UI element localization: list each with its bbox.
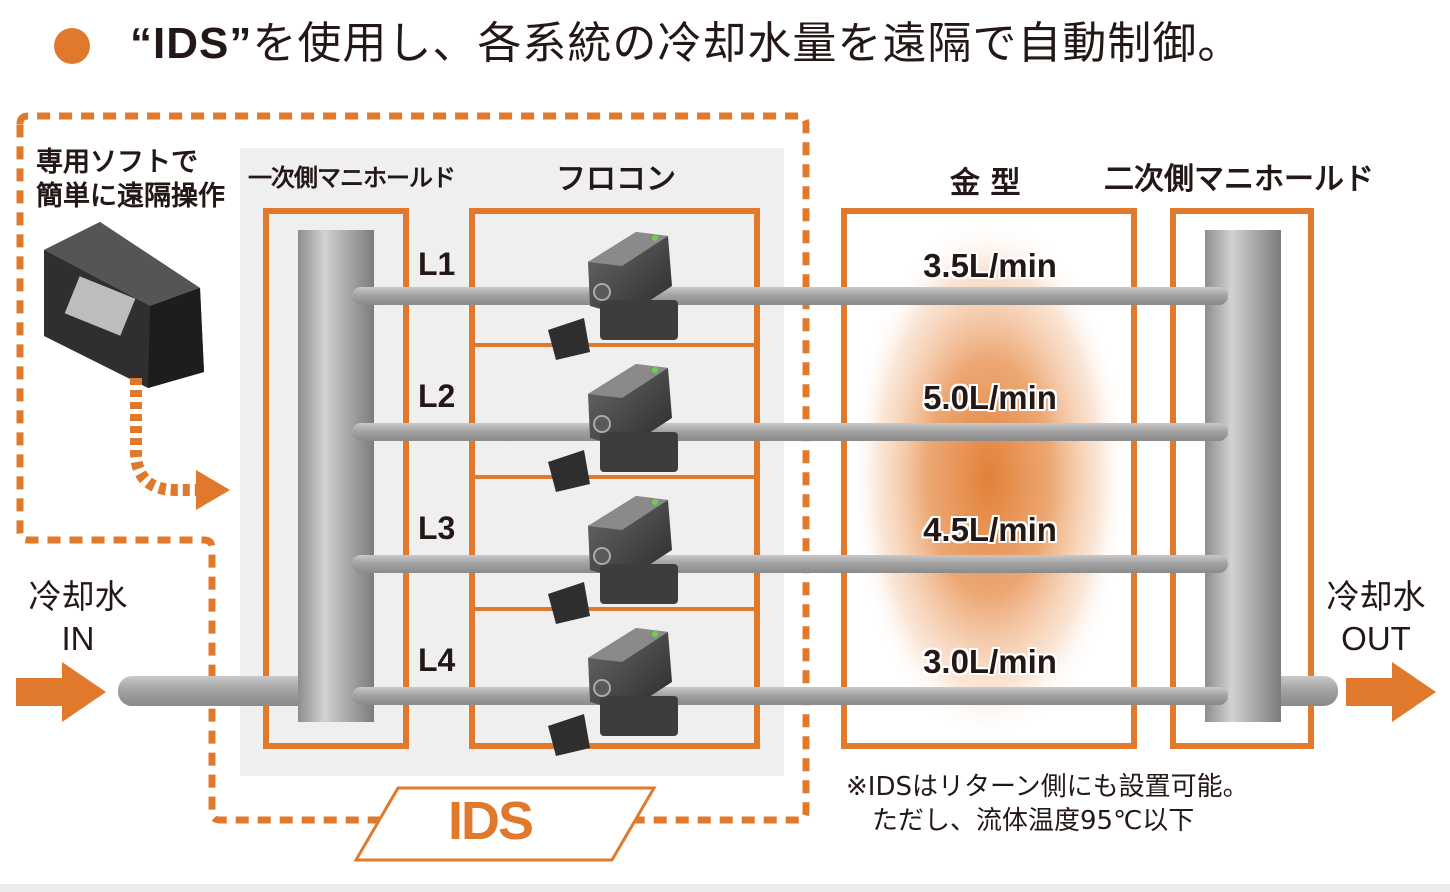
ids-logo: IDS bbox=[448, 791, 534, 851]
software-caption-line-2: 簡単に遠隔操作 bbox=[36, 181, 225, 212]
note: ※IDSはリターン側にも設置可能。 ただし、流体温度95℃以下 bbox=[846, 770, 1249, 838]
coolant-out-label: 冷却水 OUT bbox=[1316, 576, 1436, 660]
flocon-label: フロコン bbox=[556, 162, 676, 197]
controller-device-icon bbox=[44, 222, 204, 388]
software-caption-line-1: 専用ソフトで bbox=[36, 147, 198, 178]
title-text: を使用し、各系統の冷却水量を遠隔で自動制御。 bbox=[252, 18, 1243, 69]
line-pipe-3 bbox=[352, 555, 1228, 573]
line-pipe-4 bbox=[352, 687, 1228, 705]
software-caption: 専用ソフトで 簡単に遠隔操作 bbox=[36, 146, 225, 214]
line-label-2: L2 bbox=[418, 378, 456, 414]
primary-manifold-label: 一次側マニホールド bbox=[248, 164, 456, 192]
coolant-in-line-2: IN bbox=[61, 620, 95, 657]
coolant-out-line-2: OUT bbox=[1341, 620, 1411, 657]
dotted-arrow-head-icon bbox=[196, 470, 230, 510]
flow-controller-icon bbox=[548, 496, 678, 624]
inlet-pipe bbox=[118, 676, 324, 706]
line-pipe-2 bbox=[352, 423, 1228, 441]
flow-value-3: 4.5L/min bbox=[923, 511, 1057, 548]
flow-value-1: 3.5L/min bbox=[923, 247, 1057, 284]
out-arrow-icon bbox=[1346, 662, 1436, 722]
flow-controller-icon bbox=[548, 232, 678, 360]
ids-logo-frame bbox=[353, 786, 657, 862]
flow-controller-icon bbox=[548, 364, 678, 492]
coolant-in-label: 冷却水 IN bbox=[18, 576, 138, 660]
note-line-1: ※IDSはリターン側にも設置可能。 bbox=[846, 772, 1249, 802]
secondary-manifold-pipe bbox=[1205, 230, 1281, 722]
mold-heat bbox=[851, 216, 1127, 740]
primary-manifold-pipe bbox=[298, 230, 374, 722]
line-label-1: L1 bbox=[418, 246, 456, 282]
ids-boundary bbox=[16, 112, 810, 824]
line-label-3: L3 bbox=[418, 510, 456, 546]
secondary-manifold-label: 二次側マニホールド bbox=[1104, 162, 1374, 197]
title-bullet-icon bbox=[54, 28, 90, 64]
line-label-4: L4 bbox=[418, 642, 456, 678]
flow-value-2: 5.0L/min bbox=[923, 379, 1057, 416]
coolant-out-line-1: 冷却水 bbox=[1326, 577, 1426, 616]
note-line-2: ただし、流体温度95℃以下 bbox=[872, 806, 1195, 836]
bottom-divider bbox=[0, 884, 1450, 892]
dotted-arrow-icon bbox=[130, 378, 196, 496]
line-pipe-1 bbox=[352, 287, 1228, 305]
page-title: “IDS”を使用し、各系統の冷却水量を遠隔で自動制御。 bbox=[130, 14, 1242, 74]
flow-controller-icon bbox=[548, 628, 678, 756]
in-arrow-icon bbox=[16, 662, 106, 722]
coolant-in-line-1: 冷却水 bbox=[28, 577, 128, 616]
mold-label: 金 型 bbox=[950, 166, 1021, 201]
flow-value-4: 3.0L/min bbox=[923, 643, 1057, 680]
title-emphasis: “IDS” bbox=[130, 19, 253, 68]
